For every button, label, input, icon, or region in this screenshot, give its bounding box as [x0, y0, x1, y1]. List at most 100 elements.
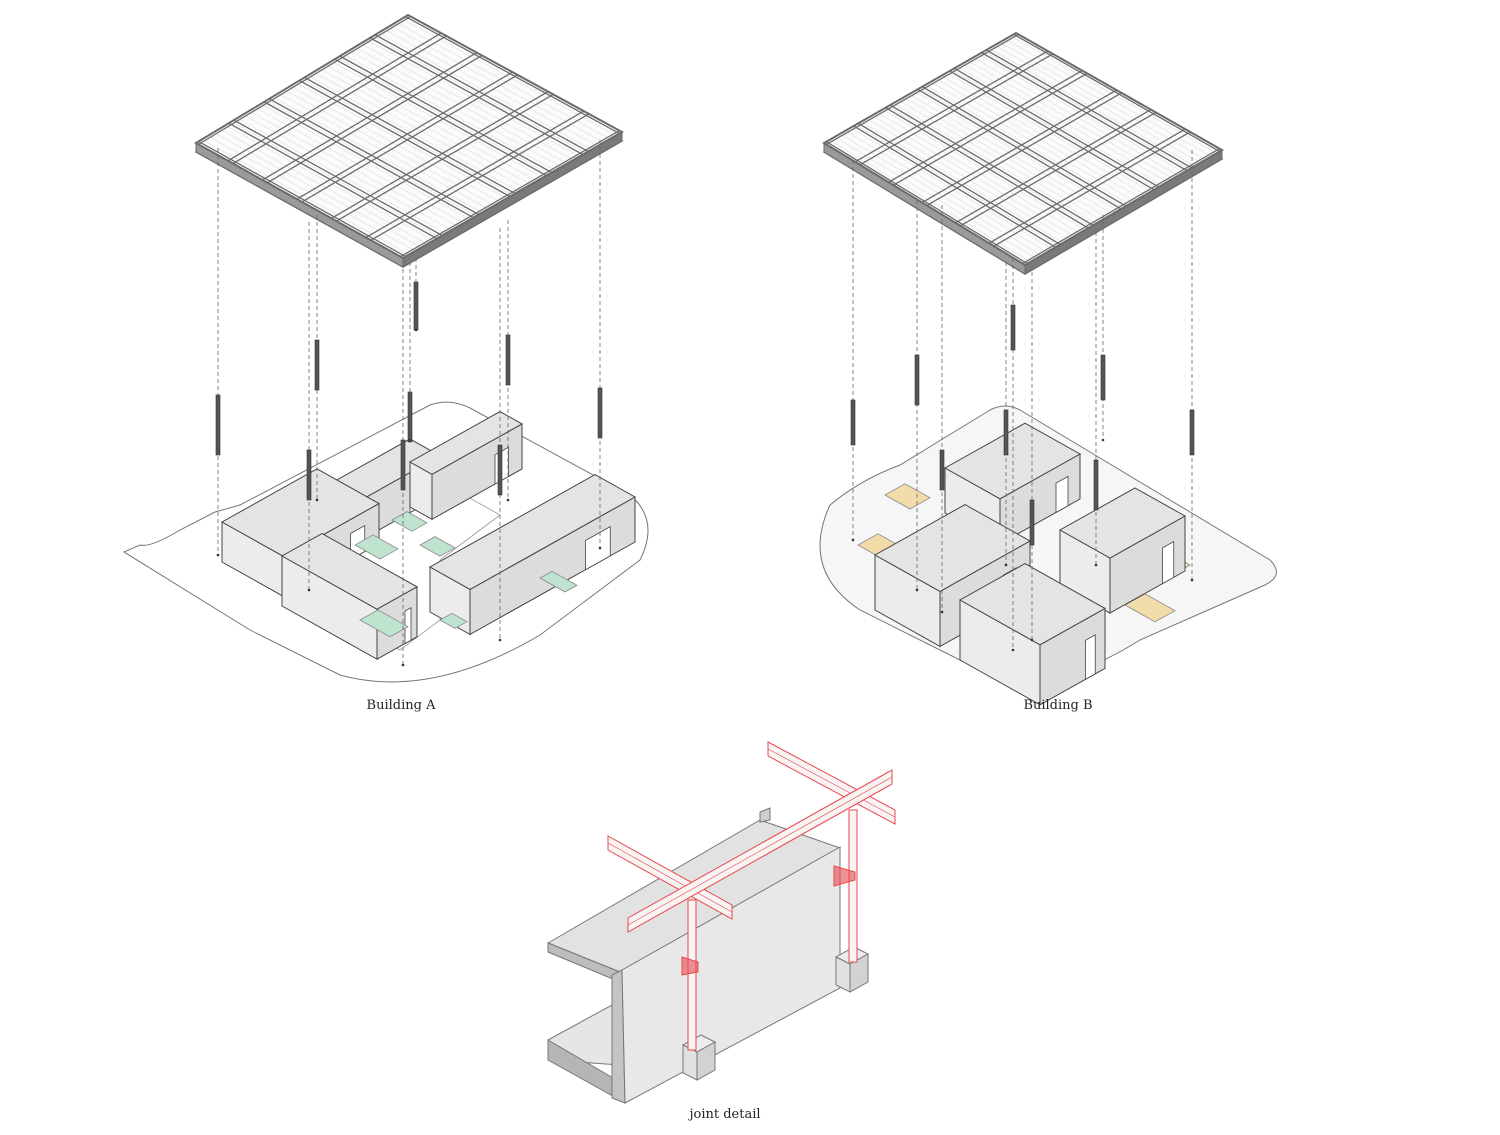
roof-infill-line	[983, 51, 1190, 170]
roof-infill-line	[378, 32, 592, 150]
column-base-point	[1004, 563, 1008, 567]
roof-infill-line	[930, 81, 1135, 202]
roof-infill-line	[307, 75, 519, 192]
roof-infill-line	[266, 100, 477, 217]
steel-column	[1010, 304, 1016, 351]
roof-beam	[949, 70, 1155, 191]
roof-infill-line	[903, 96, 1108, 218]
roof-beam	[893, 72, 1088, 186]
roof-infill-line	[967, 60, 1173, 179]
building-roof	[220, 468, 381, 558]
roof-infill-line	[871, 115, 1075, 237]
roof-infill-line	[994, 45, 1201, 163]
roof-beam	[993, 131, 1191, 247]
roof-infill-line	[278, 93, 489, 210]
roof-beam	[889, 104, 1094, 226]
steel-column	[314, 339, 320, 391]
roof-beam	[921, 89, 1117, 204]
roof-infill-line	[360, 43, 574, 161]
roof-infill-line	[313, 71, 525, 189]
roof-infill-line	[390, 25, 604, 143]
roof-infill-line	[248, 110, 458, 227]
roof-infill-line	[914, 90, 1119, 211]
roof-beam	[960, 111, 1157, 227]
cross-beam-web	[767, 748, 896, 818]
building-opening	[585, 525, 611, 571]
courtyard-furniture	[391, 511, 428, 532]
courtyard-furniture	[439, 612, 468, 629]
roof-beam	[1015, 32, 1223, 151]
steel-column	[413, 281, 419, 331]
roof-infill-line	[301, 78, 513, 196]
steel-column	[1100, 354, 1106, 401]
building-a-axonometric	[122, 13, 649, 683]
roof-infill-line	[951, 69, 1157, 189]
steel-column	[848, 809, 858, 963]
roof-infill-line	[909, 93, 1113, 215]
steel-column	[850, 399, 856, 446]
column-base-point	[414, 328, 418, 332]
building-roof	[943, 422, 1082, 500]
roof-infill-line	[877, 112, 1080, 234]
roof-infill-line	[284, 89, 495, 206]
roof-beam	[825, 141, 1028, 265]
roof-infill-line	[237, 117, 446, 234]
building-opening	[1055, 475, 1069, 514]
courtyard-furniture	[354, 534, 399, 560]
roof-beam	[268, 98, 479, 216]
roof-beam	[1022, 148, 1220, 265]
roof-infill-line	[999, 41, 1206, 160]
roof-beam	[853, 125, 1056, 248]
roof-beam	[988, 128, 1186, 244]
roof-infill-line	[331, 61, 544, 178]
caption-building-a: Building A	[366, 698, 436, 713]
roof-beam	[405, 15, 620, 135]
roof-infill-line	[366, 39, 580, 157]
roof-infill-line	[254, 107, 464, 224]
joint-detail-drawing	[546, 741, 896, 1104]
steel-column	[306, 449, 312, 501]
roof-infill-line	[401, 18, 617, 136]
roof-infill-line	[242, 114, 452, 231]
building-opening	[1162, 540, 1175, 585]
roof-beam	[331, 91, 549, 219]
roof-infill-line	[935, 78, 1141, 199]
roof-infill-line	[962, 63, 1168, 183]
caption-building-b: Building B	[1023, 698, 1093, 713]
steel-column	[939, 449, 945, 491]
roof-beam	[826, 33, 1019, 146]
wall-face	[621, 846, 841, 1104]
column-base-point	[408, 438, 412, 442]
steel-column	[597, 387, 603, 439]
building-roof	[428, 474, 637, 590]
roof-infill-line	[919, 87, 1124, 208]
courtyard-furniture	[359, 609, 409, 638]
roof-infill-line	[973, 57, 1179, 176]
roof-beam	[854, 50, 1049, 163]
main-beam-web	[627, 776, 893, 926]
steel-column	[914, 354, 920, 406]
roof-beam	[233, 119, 443, 237]
roof-infill-line	[319, 68, 531, 185]
roof-beam	[985, 49, 1192, 169]
roof-infill-line	[855, 124, 1058, 247]
courtyard-furniture	[539, 570, 578, 593]
column-base-point	[1094, 563, 1098, 567]
roof-infill-line	[260, 103, 471, 220]
steel-column	[1003, 409, 1009, 456]
roof-beam	[1024, 149, 1223, 266]
roof-beam	[339, 55, 552, 174]
column-base-point	[1011, 648, 1015, 652]
roof-beam	[195, 14, 409, 144]
roof-beam	[263, 101, 474, 219]
column-base-point	[498, 638, 502, 642]
roof-beam	[823, 142, 1026, 266]
roof-infill-line	[957, 66, 1162, 186]
wall-parapet	[759, 807, 771, 823]
roof-infill-line	[925, 84, 1130, 205]
roof-beam	[336, 93, 554, 222]
roof-beam	[299, 79, 511, 198]
roof-beam	[1013, 33, 1220, 152]
roof-infill-line	[219, 128, 428, 245]
column-base-point	[940, 610, 944, 614]
